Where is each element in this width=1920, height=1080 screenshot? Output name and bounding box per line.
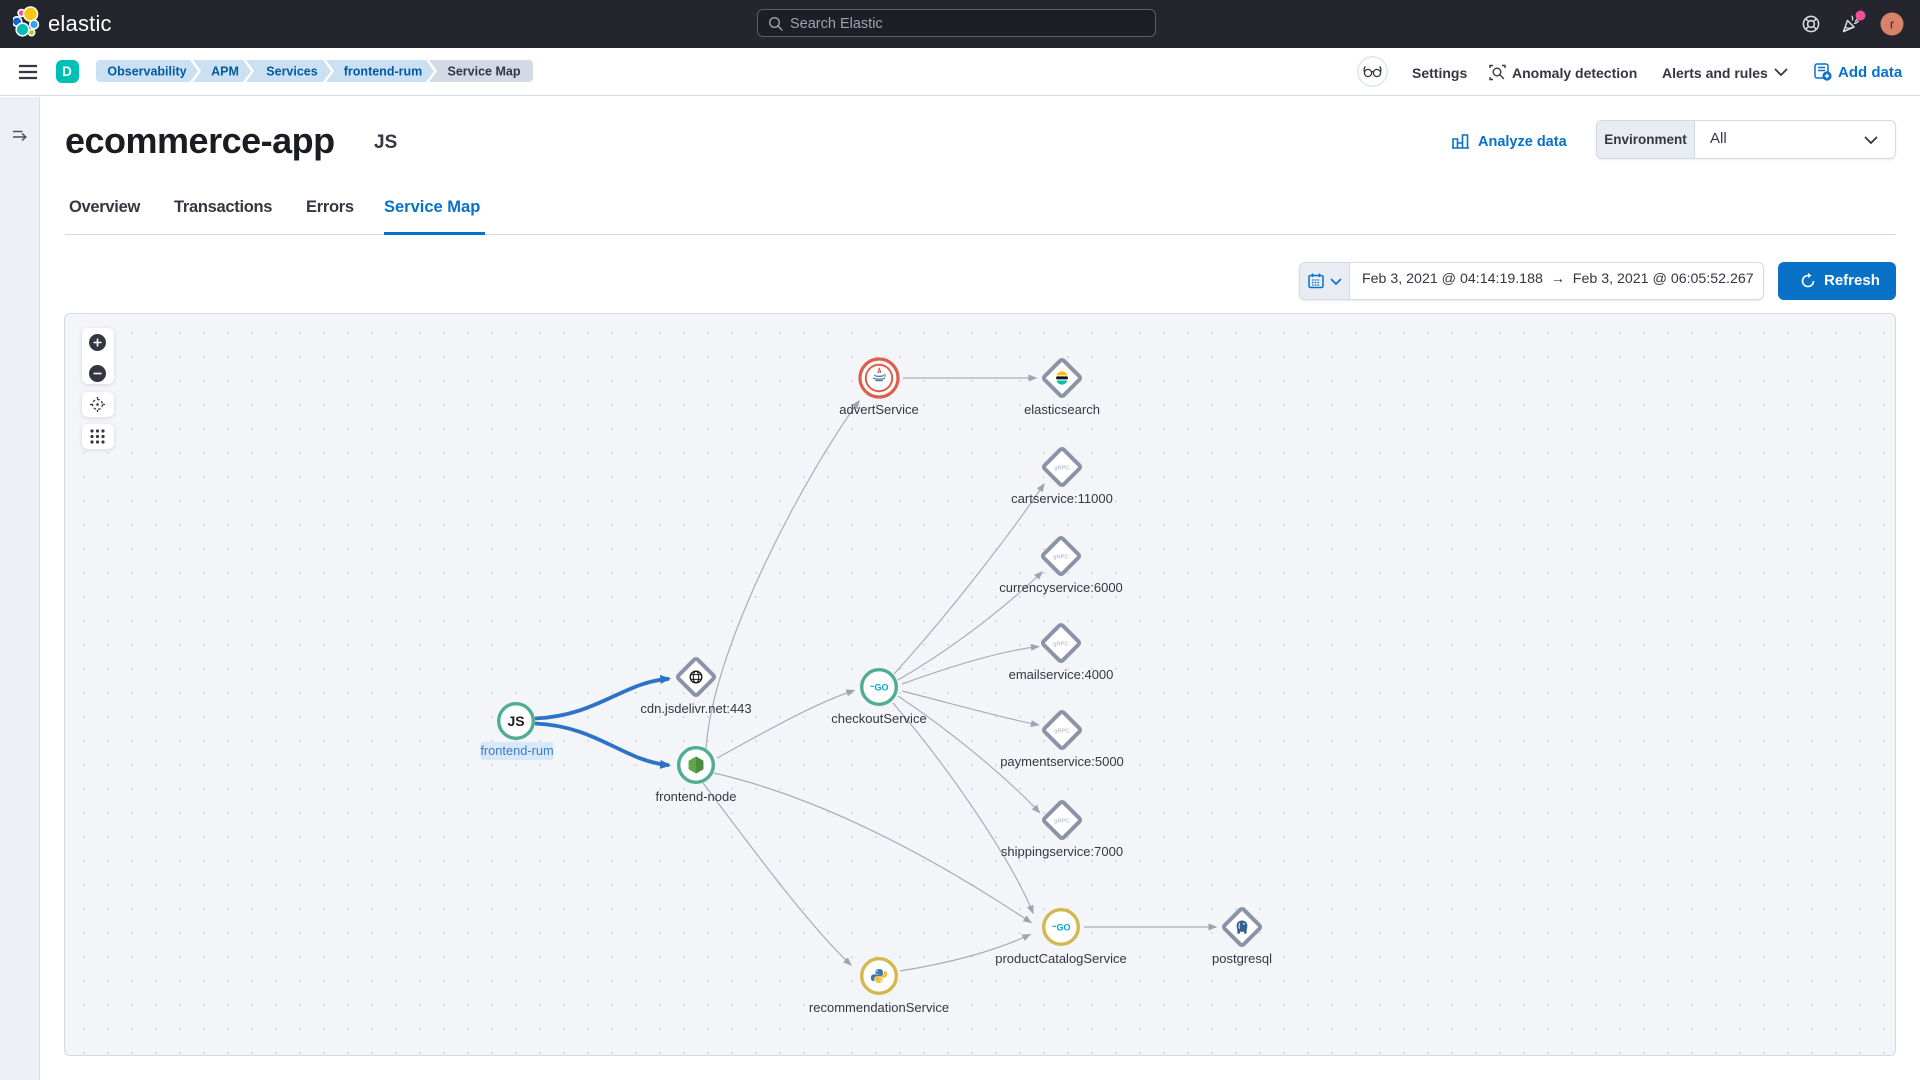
svg-text:Observability: Observability <box>107 65 186 79</box>
svg-text:advertService: advertService <box>839 402 918 417</box>
svg-text:frontend-rum: frontend-rum <box>480 743 553 758</box>
svg-text:JS: JS <box>507 713 524 729</box>
svg-text:elasticsearch: elasticsearch <box>1024 402 1100 417</box>
svg-text:recommendationService: recommendationService <box>809 1000 949 1015</box>
svg-text:paymentservice:5000: paymentservice:5000 <box>1000 754 1124 769</box>
svg-text:frontend-node: frontend-node <box>656 789 737 804</box>
svg-text:postgresql: postgresql <box>1212 951 1272 966</box>
svg-text:currencyservice:6000: currencyservice:6000 <box>999 580 1123 595</box>
svg-text:cartservice:11000: cartservice:11000 <box>1011 491 1113 506</box>
svg-text:Services: Services <box>266 65 317 79</box>
svg-text:gRPC: gRPC <box>1054 819 1069 825</box>
svg-text:gRPC: gRPC <box>1054 729 1069 735</box>
svg-text:frontend-rum: frontend-rum <box>344 65 422 79</box>
svg-text:gRPC: gRPC <box>1053 642 1068 648</box>
svg-text:gRPC: gRPC <box>1054 466 1069 472</box>
svg-text:checkoutService: checkoutService <box>831 711 926 726</box>
svg-text:gRPC: gRPC <box>1053 555 1068 561</box>
svg-text:GO: GO <box>1056 923 1070 933</box>
svg-text:Service Map: Service Map <box>448 65 521 79</box>
svg-text:cdn.jsdelivr.net:443: cdn.jsdelivr.net:443 <box>640 701 751 716</box>
svg-text:emailservice:4000: emailservice:4000 <box>1009 667 1114 682</box>
svg-text:GO: GO <box>874 683 888 693</box>
svg-text:r: r <box>1890 17 1895 32</box>
svg-text:shippingservice:7000: shippingservice:7000 <box>1001 844 1123 859</box>
svg-text:APM: APM <box>211 65 239 79</box>
svg-text:productCatalogService: productCatalogService <box>995 951 1127 966</box>
